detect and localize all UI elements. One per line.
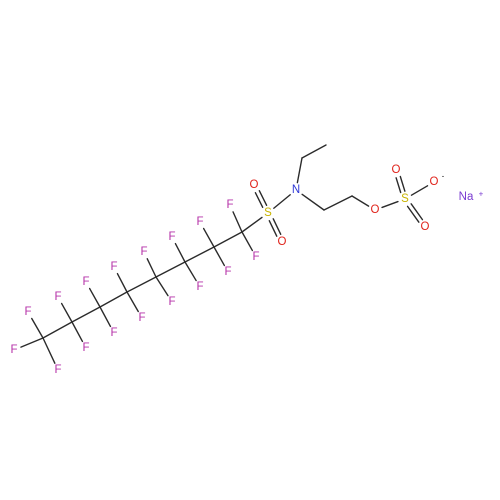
atom-f10-label: F [138,312,145,324]
atom-o4-label: O [421,221,430,233]
atom-oe-label: O [371,204,380,216]
bond-s2-o3-b [395,177,402,194]
bond-n-ce1 [296,157,303,184]
bond-s1-o2-a [268,220,278,237]
bond-c8-f17 [42,337,56,364]
bond-c6-c7 [71,306,101,323]
atom-f6-label: F [196,281,203,293]
atom-f5-label: F [168,231,175,243]
bond-c4-f7 [146,258,157,278]
atom-o3-label: O [392,164,401,176]
bond-c1-f1 [232,211,243,233]
atom-f8-label: F [168,296,175,308]
bond-c1-f2 [241,231,254,252]
bond-c4-f8 [155,276,169,297]
bond-c3-c4 [155,261,186,278]
atom-f17-label: F [54,364,61,376]
bond-c1-c2 [213,231,243,248]
bond-c3-f6 [184,261,197,282]
bond-s2-o4-a [406,205,420,223]
atom-f16-label: F [24,306,31,318]
bond-n-ca [301,193,325,211]
atom-n-label: N [292,184,300,196]
atom-s2-label: S [401,193,409,205]
bond-c7-c8 [42,321,73,339]
bond-s2-o5 [410,185,429,196]
atom-s1-label: S [264,207,272,219]
bond-c7-f13 [60,302,73,323]
atom-f13-label: F [54,291,61,303]
bond-s1-o2-b [272,218,282,235]
bond-cb-oe [351,195,370,207]
atom-f12-label: F [110,327,117,339]
atom-o5-label: O [430,176,439,188]
bond-c2-f3 [202,227,215,248]
atom-f2-label: F [252,251,259,263]
atom-label-layer: N S O O O S O O O F F F F F F F F F F F F F F F F F Na - + [10,164,483,376]
bond-s1-o1-a [258,190,268,207]
bond-c4-c5 [126,276,157,293]
bond-c8-f15 [20,337,44,348]
bond-s2-o3-a [399,175,406,192]
atom-f14-label: F [82,342,89,354]
bond-c2-f4 [213,246,226,267]
bond-c5-f9 [116,272,128,293]
atom-f15-label: F [10,344,17,356]
bond-c6-f11 [88,287,101,308]
atom-na-label: Na [459,191,474,203]
bond-s1-o1-b [254,191,264,208]
atom-f7-label: F [140,246,147,258]
bond-c2-c3 [184,246,215,263]
bond-c7-f14 [71,321,84,343]
bond-ce1-ce2 [301,144,327,159]
O5-charge-label: - [442,172,445,181]
bond-ca-cb [323,195,353,211]
bond-c6-f12 [99,306,112,328]
bond-layer [20,144,429,364]
atom-f1-label: F [226,199,233,211]
bond-s1-c1 [241,216,263,233]
bond-c5-f10 [126,291,139,313]
atom-f3-label: F [196,216,203,228]
bond-c5-c6 [99,291,128,308]
bond-c8-f16 [31,317,44,339]
atom-o2-label: O [278,236,287,248]
bond-s2-o4-b [410,203,424,221]
Na-charge-label: + [479,190,484,199]
bond-n-s1 [273,194,291,209]
atom-f11-label: F [82,276,89,288]
atom-f4-label: F [224,266,231,278]
bond-c3-f5 [174,242,186,263]
atom-f9-label: F [110,261,117,273]
bond-oe-s2 [381,200,399,209]
atom-o1-label: O [250,179,259,191]
